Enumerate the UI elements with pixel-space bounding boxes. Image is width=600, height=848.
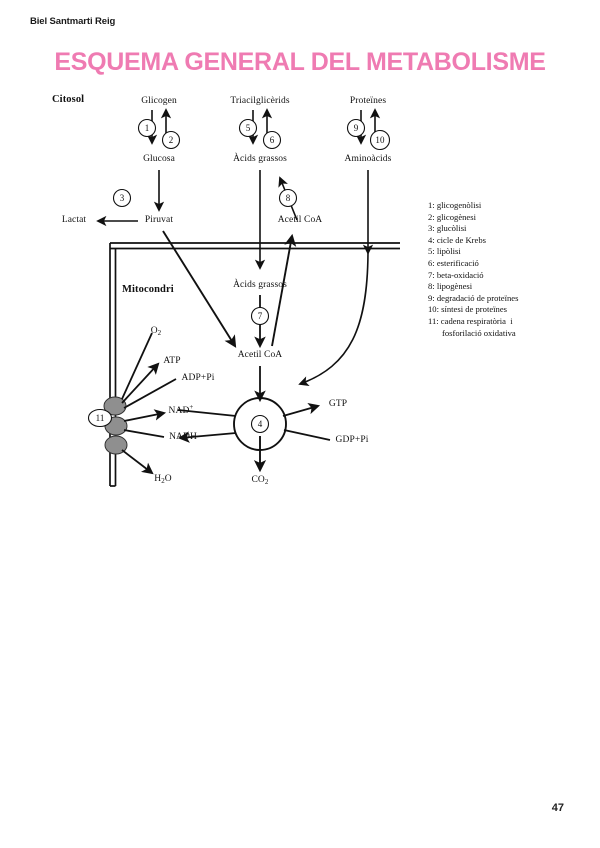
label-glucose: Glucosa — [143, 154, 175, 164]
label-nadh: NADH — [169, 432, 197, 442]
label-cytosol: Citosol — [52, 94, 85, 105]
legend-item: 3: glucòlisi — [428, 223, 467, 234]
legend-item: 5: lipòlisi — [428, 246, 461, 257]
label-mitochondrion: Mitocondri — [122, 284, 174, 295]
legend-item: 4: cicle de Krebs — [428, 234, 486, 245]
label-amino-acids: Aminoàcids — [344, 154, 392, 164]
label-acetyl-coa-mitochondrion: Acetil CoA — [237, 350, 283, 360]
process-number-9: 9 — [353, 123, 359, 133]
process-number-3: 3 — [119, 193, 125, 203]
legend-item: 9: degradació de proteïnes — [428, 292, 519, 303]
process-number-6: 6 — [269, 135, 275, 145]
legend-item: 7: beta-oxidació — [428, 269, 484, 280]
label-co2: CO2 — [251, 475, 269, 486]
diagram-vectors — [87, 108, 400, 487]
legend-item: 6: esterificació — [428, 257, 479, 268]
process-number-circles — [87, 118, 391, 434]
label-oxygen: O2 — [150, 326, 162, 337]
page-title: ESQUEMA GENERAL DEL METABOLISME — [54, 48, 546, 76]
process-number-2: 2 — [168, 135, 174, 145]
label-fatty-acids-mitochondrion: Àcids grassos — [233, 280, 287, 290]
label-proteins: Proteïnes — [349, 96, 387, 106]
respiratory-chain-complexes — [103, 396, 128, 455]
legend-item: 10: síntesi de proteïnes — [428, 304, 508, 315]
label-acetyl-coa-cytosol: Acetil CoA — [277, 215, 323, 225]
legend-item-continuation: fosforilació oxidativa — [442, 327, 516, 338]
legend-item: 11: cadena respiratòria i — [428, 315, 513, 326]
process-number-7: 7 — [257, 311, 263, 321]
process-number-1: 1 — [144, 123, 150, 133]
label-gtp: GTP — [328, 399, 348, 409]
label-gdp-pi: GDP+Pi — [335, 435, 369, 445]
label-triacylglycerides: Triacilglicèrids — [230, 96, 290, 106]
legend-item: 8: lipogènesi — [428, 281, 473, 292]
process-number-8: 8 — [285, 193, 291, 203]
legend-item: 2: glicogènesi — [428, 211, 476, 222]
process-number-4: 4 — [257, 419, 263, 429]
label-glycogen: Glicogen — [141, 96, 177, 106]
label-pyruvate: Piruvat — [144, 215, 174, 225]
label-lactate: Lactat — [61, 215, 87, 225]
metabolism-diagram: Citosol Mitocondri Glicogen Glucosa Piru… — [0, 88, 600, 508]
label-nad-plus: NAD+ — [168, 403, 194, 416]
legend-list: 1: glicogenòlisi 2: glicogènesi 3: glucò… — [428, 200, 588, 339]
label-fatty-acids-cytosol: Àcids grassos — [233, 154, 287, 164]
label-adp-pi: ADP+Pi — [181, 373, 215, 383]
author-header: Biel Santmarti Reig — [30, 16, 116, 27]
legend-item: 1: glicogenòlisi — [428, 200, 482, 210]
label-water: H2O — [154, 474, 172, 485]
process-number-10: 10 — [375, 135, 385, 145]
page-number: 47 — [551, 802, 564, 814]
process-number-11: 11 — [95, 413, 105, 423]
label-atp: ATP — [163, 356, 181, 366]
process-number-5: 5 — [245, 123, 251, 133]
